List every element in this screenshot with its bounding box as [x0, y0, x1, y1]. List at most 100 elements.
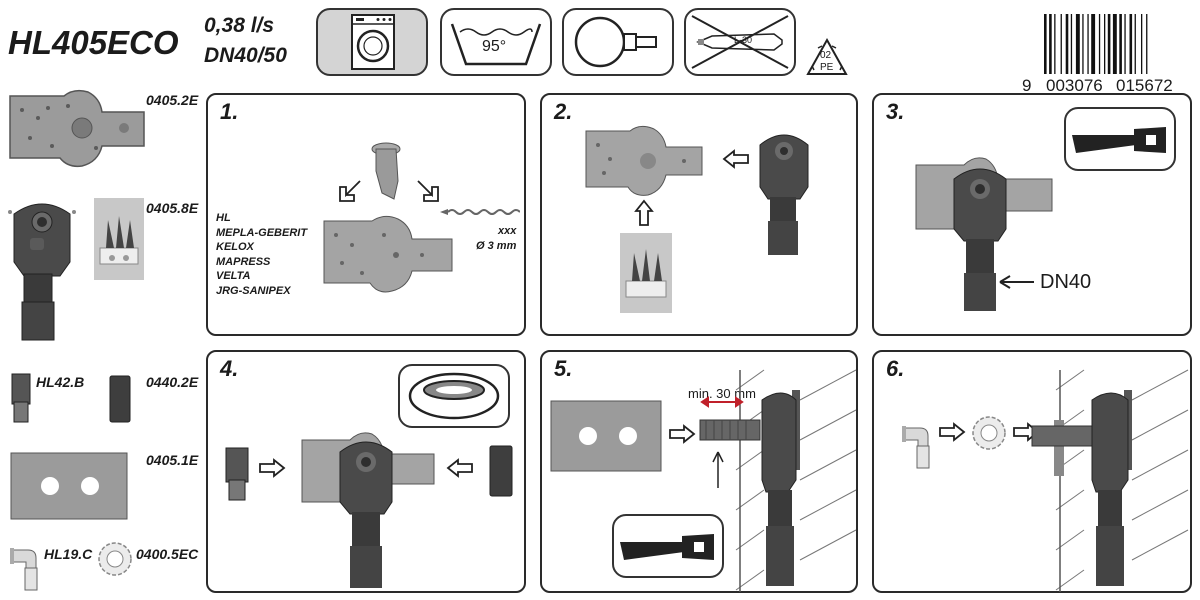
- flange-plate-image: [584, 125, 704, 197]
- pipe-sleeve-part: [108, 374, 132, 424]
- brand-item: VELTA: [216, 270, 251, 282]
- lock-nut-part: [96, 540, 134, 578]
- assembled-siphon-image: [300, 430, 436, 592]
- seal-ring-icon: [398, 364, 510, 428]
- arrow-right-icon: [258, 458, 286, 478]
- step-number: 2.: [554, 99, 573, 124]
- barcode-bar: [1098, 14, 1101, 74]
- siphon-body-part: [8, 192, 76, 342]
- arrow-right-icon: [668, 424, 696, 444]
- flange-plate-part: [8, 88, 146, 168]
- barcode-bar: [1104, 14, 1106, 74]
- barcode-bar: [1129, 14, 1133, 74]
- part-code-lock-nut: 0400.5EC: [136, 546, 199, 562]
- screw-diameter: Ø 3 mm: [476, 240, 517, 252]
- barcode-bar: [1082, 14, 1084, 74]
- barcode-bar: [1054, 14, 1056, 74]
- compatible-brands-list: HL MEPLA-GEBERIT KELOX MAPRESS VELTA JRG…: [216, 211, 307, 298]
- reducer-sleeve-part: [10, 372, 32, 424]
- recycle-material: PE: [820, 62, 834, 73]
- cover-plate-part: [10, 452, 128, 520]
- barcode-group-2: 015672: [1116, 76, 1173, 95]
- step-3-panel: 3. DN40: [872, 93, 1192, 336]
- barcode-bar: [1119, 14, 1122, 74]
- part-code-reducer: HL42.B: [36, 374, 85, 390]
- step-2-panel: 2.: [540, 93, 858, 336]
- barcode-bar: [1070, 14, 1073, 74]
- part-code-pipe-sleeve: 0440.2E: [146, 374, 199, 390]
- barcode-bar: [1112, 14, 1117, 74]
- barcode-bar: [1060, 14, 1062, 74]
- arrow-left-icon: [446, 458, 474, 478]
- hot-water-tub-icon: 95°: [440, 8, 552, 76]
- pipe-connector-icon: [562, 8, 674, 76]
- arrow-left-down-icon: [336, 177, 362, 203]
- step-number: 5.: [554, 356, 573, 381]
- barcode-bar: [1065, 14, 1069, 74]
- barcode-bar: [1124, 14, 1126, 74]
- no-sealant-tube-icon: L-30: [684, 8, 796, 76]
- temperature-label: 95°: [482, 38, 507, 55]
- saw-icon: [612, 514, 724, 578]
- part-code-elbow: HL19.C: [44, 546, 93, 562]
- barcode-bar: [1107, 14, 1111, 74]
- barcode-group-1: 003076: [1046, 76, 1103, 95]
- barcode-digit-first: 9: [1022, 76, 1032, 95]
- barcode-bar: [1049, 14, 1052, 74]
- step-5-panel: 5. min. 30 mm: [540, 350, 858, 593]
- step-1-panel: 1. xxx Ø 3 mm HL MEPLA-GEBERIT KELOX MAP…: [206, 93, 526, 336]
- recycle-icon: 02 PE: [804, 36, 850, 80]
- cover-plate-image: [550, 400, 662, 472]
- wall-installation-image: [1026, 360, 1190, 592]
- lock-nut-image: [970, 414, 1008, 452]
- barcode-bar: [1141, 14, 1143, 74]
- min-distance-label: min. 30 mm: [688, 386, 756, 401]
- tape-label: L-30: [734, 35, 753, 45]
- brand-item: MEPLA-GEBERIT: [216, 226, 308, 239]
- step-6-panel: 6.: [872, 350, 1192, 593]
- step-number: 6.: [886, 356, 905, 381]
- brand-item: MAPRESS: [216, 255, 271, 268]
- pipe-sleeve-image: [488, 444, 514, 498]
- reducer-sleeve-image: [224, 446, 250, 502]
- barcode-bar: [1146, 14, 1148, 74]
- arrow-right-down-icon: [416, 177, 442, 203]
- part-code-flange-plate: 0405.2E: [146, 92, 199, 108]
- wall-installation-image: [696, 360, 858, 592]
- washing-machine-icon: [316, 8, 428, 76]
- dn-label: DN40: [1040, 271, 1092, 293]
- step-number: 3.: [886, 99, 905, 124]
- barcode-bar: [1044, 14, 1047, 74]
- dn-size: DN40/50: [204, 44, 287, 67]
- elbow-connector-part: [8, 540, 42, 592]
- assembled-siphon-image: [914, 155, 1054, 315]
- barcode-bar: [1075, 14, 1080, 74]
- screw-label: xxx: [498, 225, 517, 237]
- elbow-connector-image: [900, 418, 936, 470]
- step-4-panel: 4.: [206, 350, 526, 593]
- siphon-body-image: [754, 125, 814, 257]
- part-code-siphon-body: 0405.8E: [146, 200, 199, 216]
- model-title: HL405ECO: [8, 24, 179, 61]
- screw-image: [440, 207, 520, 217]
- brand-item: JRG-SANIPEX: [216, 284, 291, 297]
- brand-item: HL: [216, 212, 231, 224]
- arrow-right-icon: [938, 422, 966, 442]
- arrow-left-icon: [722, 149, 750, 169]
- step-number: 1.: [220, 99, 239, 124]
- mounting-clip-image: [620, 233, 672, 313]
- flow-rate: 0,38 l/s: [204, 14, 275, 37]
- saw-icon: [1064, 107, 1176, 171]
- barcode-bar: [1134, 14, 1136, 74]
- barcode: [1042, 14, 1184, 74]
- barcode-bar: [1091, 14, 1096, 74]
- part-code-cover-plate: 0405.1E: [146, 452, 199, 468]
- pipe-adapter-image: [368, 141, 412, 201]
- flange-plate-image: [322, 215, 454, 295]
- arrow-up-icon: [634, 199, 654, 227]
- recycle-code: 02: [820, 50, 832, 61]
- mounting-clip-part: [94, 198, 144, 280]
- brand-item: KELOX: [216, 241, 254, 253]
- barcode-bar: [1087, 14, 1089, 74]
- step-number: 4.: [220, 356, 239, 381]
